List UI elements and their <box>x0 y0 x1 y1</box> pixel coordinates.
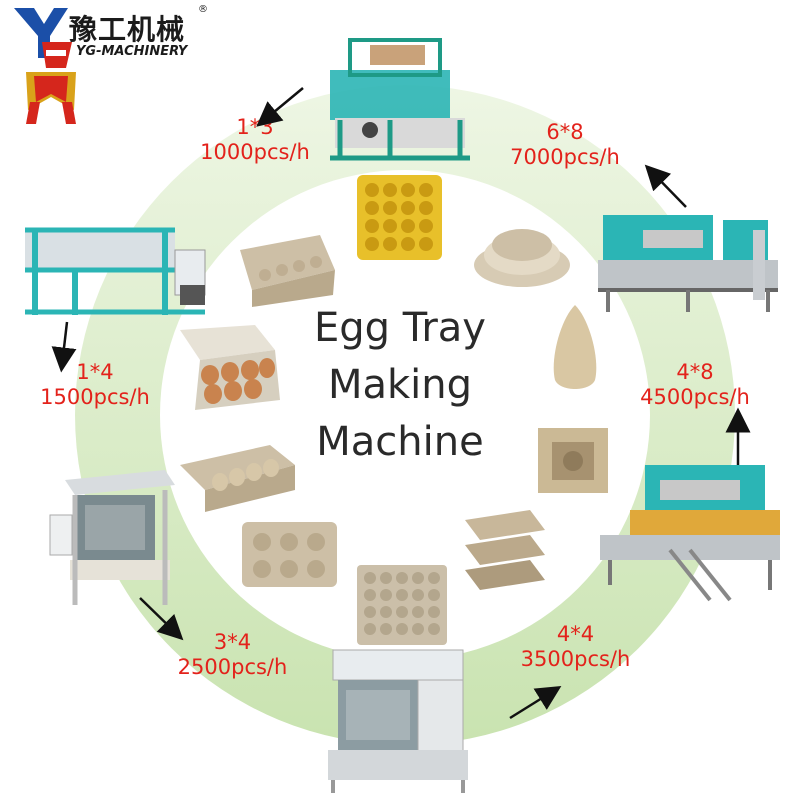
spec-4x8: 4*8 4500pcs/h <box>630 360 760 410</box>
arrow-to-4x4 <box>509 686 562 720</box>
spec-model: 3*4 <box>213 630 252 654</box>
spec-model: 6*8 <box>546 120 584 144</box>
machine-1x3-image <box>330 38 470 161</box>
stacked-pulp-trays-image <box>465 510 545 590</box>
pulp-packaging-insert-image <box>538 428 608 493</box>
spec-capacity: 3500pcs/h <box>520 647 631 671</box>
logo-emblem-icon <box>14 8 76 124</box>
arrow-to-1x4 <box>51 321 77 373</box>
arrow-to-6x8 <box>644 164 687 208</box>
egg-carton-open-image <box>180 445 295 512</box>
spec-capacity: 4500pcs/h <box>640 385 750 409</box>
spec-model: 4*4 <box>556 622 595 646</box>
title-line-3: Machine <box>316 419 484 465</box>
machine-1x4-image <box>25 227 206 315</box>
yg-machinery-logo: 豫工机械 ® YG-MACHINERY <box>6 2 216 127</box>
machine-4x4-image <box>328 649 468 793</box>
spec-1x4: 1*4 1500pcs/h <box>30 360 160 410</box>
title-line-1: Egg Tray <box>314 305 486 351</box>
spec-capacity: 7000pcs/h <box>510 145 620 169</box>
egg-carton-with-eggs-image <box>180 325 280 410</box>
spec-1x3: 1*3 1000pcs/h <box>200 115 310 165</box>
machine-6x8-image <box>598 215 778 312</box>
machine-3x4-image <box>49 470 175 605</box>
spec-6x8: 6*8 7000pcs/h <box>505 120 625 170</box>
yellow-egg-tray-image <box>357 175 442 260</box>
spec-model: 4*8 <box>676 360 714 384</box>
registered-mark: ® <box>198 4 208 15</box>
egg-carton-closed-image <box>240 235 335 307</box>
title-line-2: Making <box>327 362 473 408</box>
arrow-to-1x3 <box>256 87 304 127</box>
spec-capacity: 2500pcs/h <box>177 655 288 679</box>
spec-model: 1*4 <box>76 360 114 384</box>
pulp-egg-tray-image <box>357 565 447 645</box>
page-title: Egg Tray Making Machine <box>300 300 500 471</box>
logo-english-name: YG-MACHINERY <box>76 44 188 59</box>
machine-4x8-image <box>600 465 780 602</box>
spec-3x4: 3*4 2500pcs/h <box>165 630 300 680</box>
pulp-bowl-image <box>474 229 570 287</box>
spec-capacity: 1500pcs/h <box>40 385 150 409</box>
egg-carton-six-pack-image <box>242 522 337 587</box>
spec-capacity: 1000pcs/h <box>200 140 310 164</box>
logo-chinese-name: 豫工机械 <box>69 13 186 46</box>
pulp-cone-image <box>553 305 597 389</box>
arrow-to-3x4 <box>139 597 184 641</box>
spec-4x4: 4*4 3500pcs/h <box>508 622 643 672</box>
